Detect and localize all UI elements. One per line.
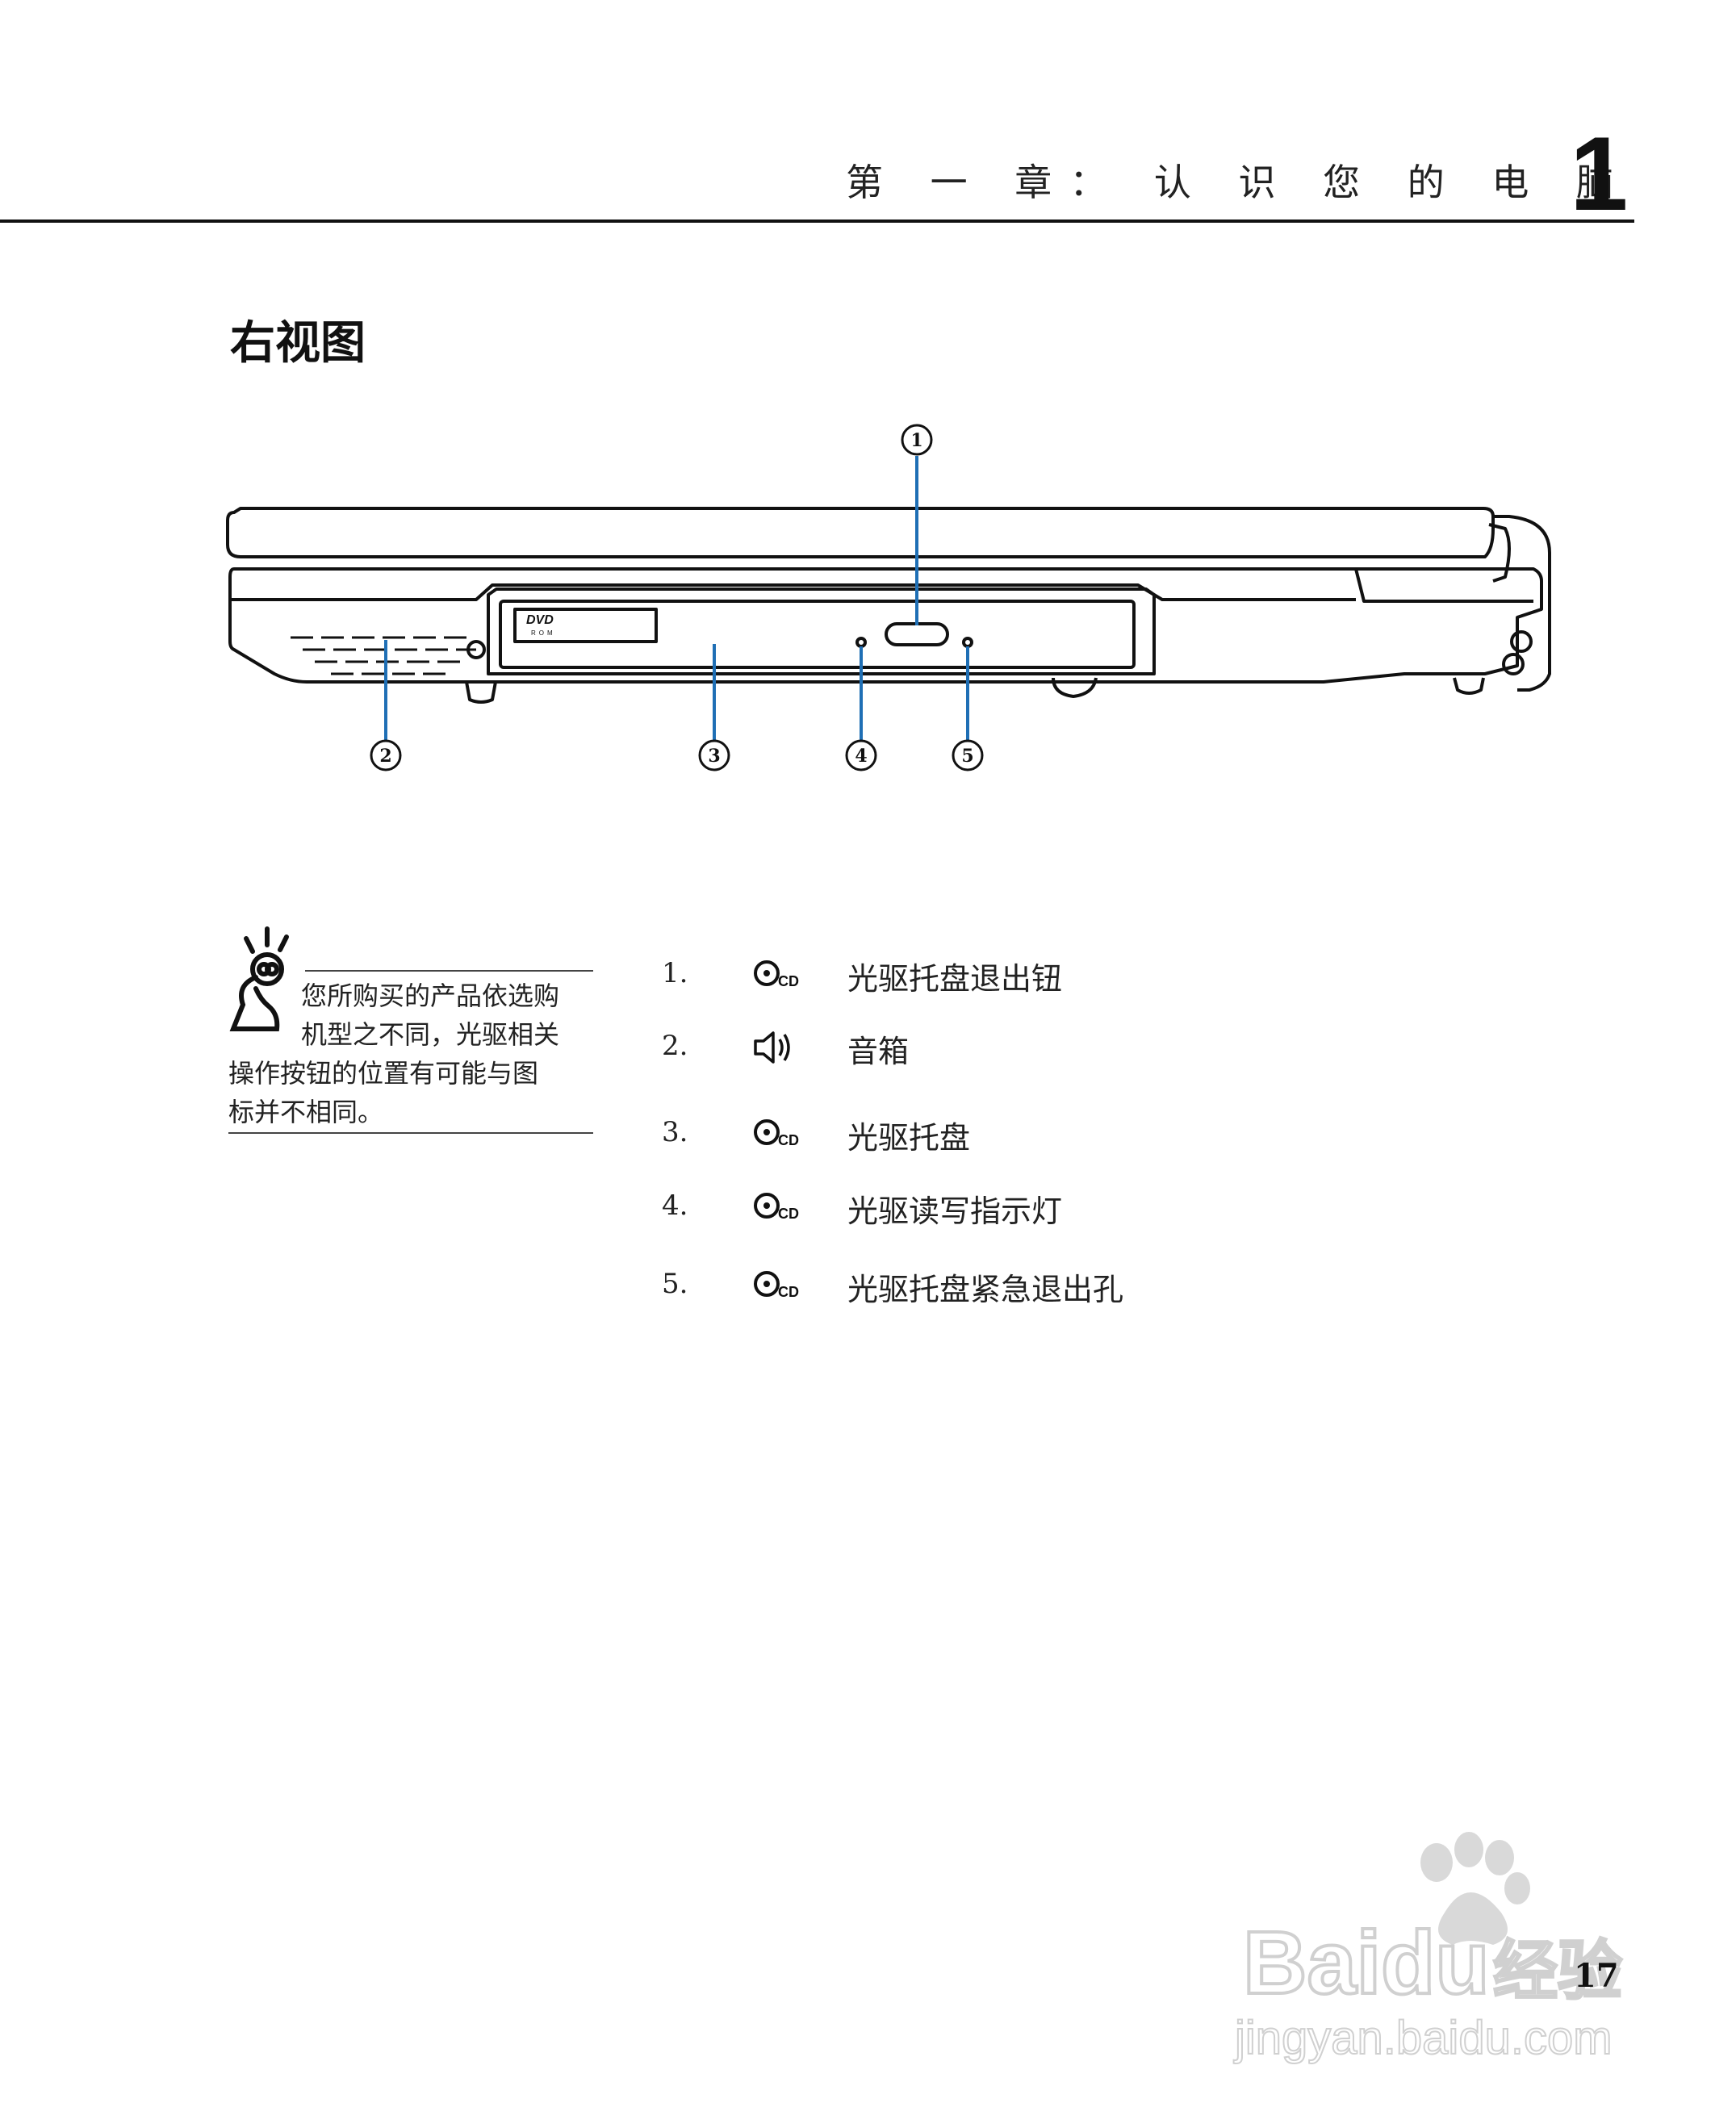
svg-text:CD: CD (778, 973, 799, 989)
legend-label: 光驱托盘紧急退出孔 (847, 1272, 1124, 1307)
legend-number: 2. (662, 1030, 688, 1062)
callout-label-1: 1 (910, 430, 922, 451)
tip-line-1: 您所购买的产品依选购 (301, 980, 560, 1011)
tip-rule-bottom (228, 1132, 593, 1134)
baidu-watermark: Baidu 经验 jingyan.baidu.com (1232, 1832, 1624, 2065)
legend-item: 3. CD 光驱托盘 (662, 1111, 1227, 1160)
callout-circle-4 (845, 739, 877, 771)
cd-icon: CD (754, 1193, 799, 1222)
cd-icon: CD (754, 1271, 799, 1300)
tip-line-2: 机型之不同，光驱相关 (301, 1019, 560, 1050)
legend-item: 1. CD 光驱托盘退出钮 (662, 952, 1227, 1001)
tip-mascot-icon (229, 926, 289, 1031)
callout-circle-5 (952, 739, 984, 771)
legend-number: 1. (662, 957, 688, 989)
callout-label-2: 2 (379, 746, 391, 767)
drive-logo-sub: ROM (531, 629, 556, 637)
paw-logo-icon (1420, 1832, 1530, 1945)
legend-label: 光驱读写指示灯 (847, 1194, 1063, 1229)
callout-circle-3 (698, 739, 730, 771)
svg-text:CD: CD (778, 1284, 799, 1300)
laptop-right-view-diagram: DVD ROM 1 2 3 4 5 (226, 424, 1551, 771)
legend-label: 音箱 (847, 1034, 910, 1069)
legend-item: 4. CD 光驱读写指示灯 (662, 1185, 1227, 1233)
svg-text:jingyan.baidu.com: jingyan.baidu.com (1233, 2012, 1613, 2064)
legend-number: 3. (662, 1116, 688, 1148)
cd-icon: CD (754, 1119, 799, 1148)
tip-line-3: 操作按钮的位置有可能与图 (228, 1058, 539, 1089)
legend-item: 2. 音箱 (662, 1025, 1227, 1073)
legend-item: 5. CD 光驱托盘紧急退出孔 (662, 1263, 1227, 1311)
svg-text:CD: CD (778, 1132, 799, 1148)
legend-label: 光驱托盘退出钮 (847, 961, 1063, 997)
callout-label-5: 5 (961, 746, 973, 767)
drive-logo: DVD (526, 613, 554, 627)
svg-text:Baidu: Baidu (1243, 1913, 1490, 2013)
tip-text: 您所购买的产品依选购 机型之不同，光驱相关 操作按钮的位置有可能与图 标并不相同… (228, 976, 593, 1131)
page-number: 17 (1574, 1957, 1619, 1995)
svg-text:CD: CD (778, 1206, 799, 1222)
legend-number: 4. (662, 1189, 688, 1222)
tip-rule-top (305, 970, 593, 972)
chapter-header: 第 一 章： 认 识 您 的 电 脑 (846, 161, 1631, 204)
speaker-icon (754, 1031, 790, 1064)
legend-number: 5. (662, 1268, 688, 1300)
callout-label-4: 4 (855, 746, 867, 767)
chapter-number: 1 (1570, 115, 1629, 232)
header-rule (0, 219, 1634, 223)
laptop-outline (226, 507, 1551, 704)
callout-label-3: 3 (708, 746, 720, 767)
tip-line-4: 标并不相同。 (228, 1097, 384, 1127)
callout-circle-2 (370, 739, 402, 771)
legend-label: 光驱托盘 (847, 1120, 971, 1156)
callout-circle-1 (901, 424, 933, 456)
svg-text:经验: 经验 (1493, 1934, 1622, 2009)
cd-icon: CD (754, 960, 799, 989)
section-title: 右视图 (230, 316, 366, 370)
